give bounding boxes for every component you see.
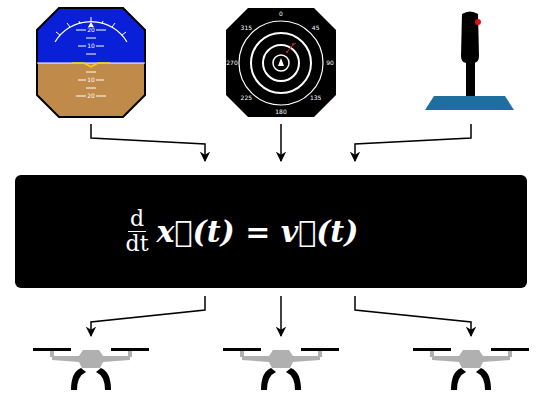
attitude-indicator xyxy=(37,8,145,117)
input-arrows xyxy=(91,124,471,161)
equation-text: x⃗(t) = v⃗(t) xyxy=(157,214,359,249)
radar-display xyxy=(226,8,336,117)
pitch-number: 20 xyxy=(87,93,95,99)
pitch-number: 10 xyxy=(87,77,95,83)
pitch-number: 10 xyxy=(87,43,95,49)
equation-box: ddtx⃗(t) = v⃗(t) xyxy=(15,175,527,288)
pitch-number: 20 xyxy=(87,27,95,33)
bearing-number: 315 xyxy=(241,25,252,31)
output-arrows xyxy=(91,296,471,336)
drone-icon xyxy=(33,348,149,390)
drone-icon xyxy=(223,348,339,390)
bearing-number: 180 xyxy=(275,109,286,115)
drones xyxy=(33,348,529,390)
bearing-number: 270 xyxy=(226,60,237,66)
fraction: ddt xyxy=(124,207,151,256)
fraction-numerator: d xyxy=(128,207,146,232)
bearing-number: 0 xyxy=(279,11,283,17)
bearing-number: 45 xyxy=(312,25,320,31)
bearing-number: 225 xyxy=(241,95,252,101)
fraction-denominator: dt xyxy=(124,232,151,256)
bearing-number: 135 xyxy=(310,95,321,101)
drone-icon xyxy=(413,348,529,390)
joystick xyxy=(425,12,514,111)
equation: ddtx⃗(t) = v⃗(t) xyxy=(124,207,359,256)
bearing-number: 90 xyxy=(326,60,334,66)
